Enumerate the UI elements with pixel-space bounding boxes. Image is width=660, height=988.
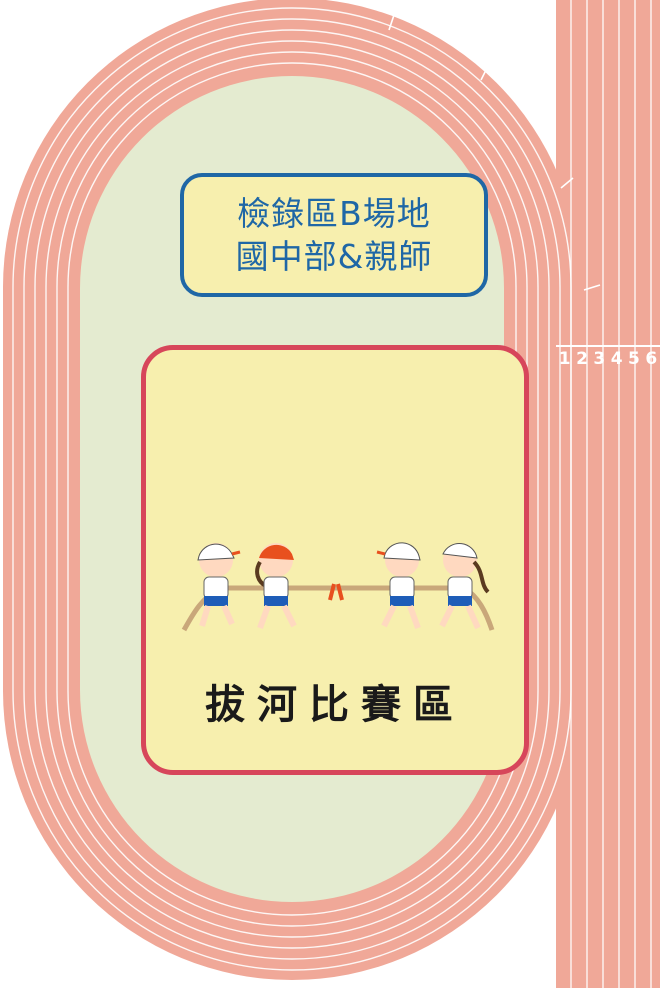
child-figure	[376, 542, 421, 630]
lane-number: 5	[628, 349, 640, 369]
stagger-marks	[388, 11, 601, 291]
checkin-area-label: 檢錄區B場地 國中部&親師	[180, 173, 488, 297]
checkin-line-2: 國中部&親師	[235, 237, 433, 276]
children-tug-of-war-illustration	[181, 542, 495, 632]
tug-of-war-area-label: 拔河比賽區	[205, 682, 465, 728]
lane-number: 1	[558, 349, 571, 369]
child-figure	[197, 543, 241, 627]
lane-number: 2	[576, 349, 588, 369]
child-figure	[255, 543, 297, 630]
lane-numbers: 1 2 3 4 5 6	[556, 348, 660, 370]
lane-number: 6	[645, 349, 658, 369]
straight-lane-lines	[570, 0, 652, 988]
child-figure	[439, 543, 490, 630]
lane-number: 3	[593, 349, 606, 369]
lane-number: 4	[610, 349, 623, 369]
tug-of-war-zone: 拔河比賽區	[141, 345, 529, 775]
checkin-line-1: 檢錄區B場地	[237, 194, 431, 233]
